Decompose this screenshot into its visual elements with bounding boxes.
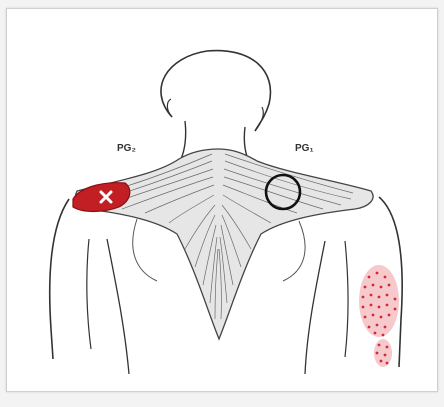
left-inner-arm — [87, 239, 91, 349]
torso-right — [305, 241, 325, 374]
referred-pain-zone-upper — [359, 265, 399, 337]
scapula-left — [133, 219, 157, 281]
referred-pain-zone-lower — [374, 339, 392, 367]
label-pg-right: PG₁ — [295, 143, 314, 154]
diagram-frame: PG₂ PG₁ — [6, 8, 438, 392]
left-arm-outline — [50, 199, 69, 359]
trapezius-diagram: PG₂ PG₁ — [7, 9, 444, 407]
torso-left — [107, 239, 129, 374]
head-outline — [161, 51, 271, 131]
label-pg-left: PG₂ — [117, 143, 136, 154]
scapula-right — [283, 221, 305, 281]
ear-left — [167, 99, 172, 117]
ear-right — [255, 107, 263, 131]
right-inner-arm — [345, 241, 348, 357]
